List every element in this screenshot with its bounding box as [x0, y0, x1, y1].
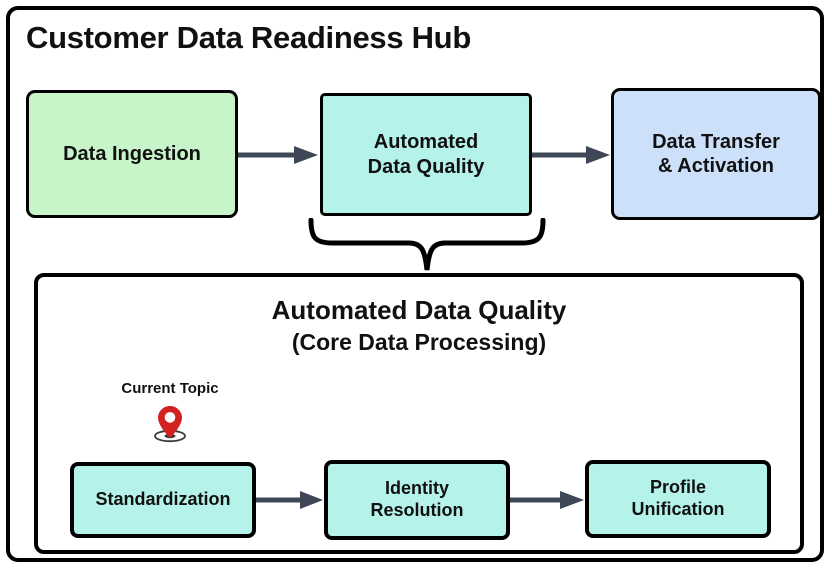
sub-stage-box-profile-unification[interactable]: Profile Unification	[585, 460, 771, 538]
current-topic-label: Current Topic	[121, 380, 219, 397]
stage-label-data-ingestion: Data Ingestion	[63, 142, 201, 165]
panel-heading-group: Automated Data Quality (Core Data Proces…	[38, 293, 800, 358]
diagram-frame: Customer Data Readiness Hub Data Ingesti…	[6, 6, 824, 562]
arrow-ingestion-to-quality-icon	[238, 146, 318, 164]
detail-panel: Automated Data Quality (Core Data Proces…	[34, 273, 804, 554]
arrow-quality-to-transfer-icon	[532, 146, 610, 164]
map-pin-icon	[100, 400, 240, 444]
sub-stage-label-profile-unification: Profile Unification	[631, 477, 725, 519]
panel-subheading: (Core Data Processing)	[291, 329, 547, 356]
page-title: Customer Data Readiness Hub	[26, 20, 471, 55]
panel-heading-title: Automated Data Quality	[271, 295, 567, 325]
arrow-identity-to-profile-icon	[510, 491, 584, 509]
current-topic-marker: Current Topic	[100, 380, 240, 444]
stage-box-data-ingestion[interactable]: Data Ingestion	[26, 90, 238, 218]
arrow-standardization-to-identity-icon	[256, 491, 323, 509]
sub-stage-box-standardization[interactable]: Standardization	[70, 462, 256, 538]
stage-box-automated-data-quality[interactable]: Automated Data Quality	[320, 93, 532, 216]
sub-stage-label-standardization: Standardization	[95, 489, 231, 510]
sub-stage-label-identity-resolution: Identity Resolution	[370, 478, 464, 520]
stage-box-data-transfer-activation[interactable]: Data Transfer & Activation	[611, 88, 821, 220]
stage-label-automated-data-quality: Automated Data Quality	[367, 131, 485, 178]
sub-stage-box-identity-resolution[interactable]: Identity Resolution	[324, 460, 510, 540]
stage-label-data-transfer-activation: Data Transfer & Activation	[652, 130, 780, 177]
curly-brace-icon	[308, 218, 546, 271]
